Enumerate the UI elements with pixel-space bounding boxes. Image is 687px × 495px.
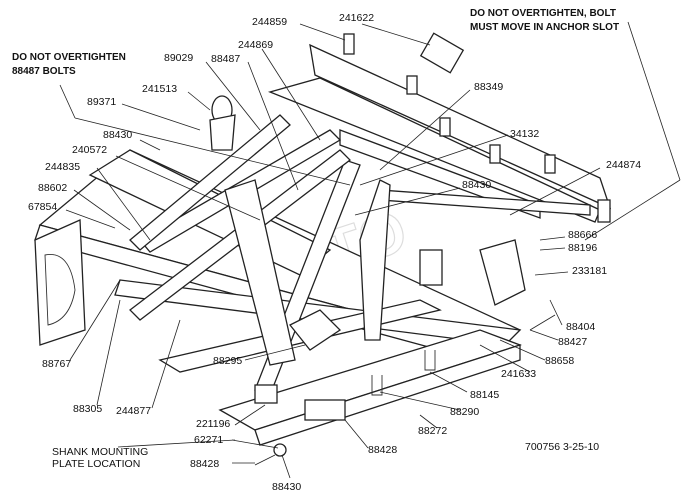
part-label: 88145 (470, 389, 499, 401)
part-label: 88428 (190, 458, 219, 470)
pivot-bracket (209, 114, 236, 151)
leader-lines (59, 21, 681, 479)
bolt-88427 (529, 314, 556, 331)
u-bolt-88290 (371, 375, 383, 396)
part-label: 88666 (568, 229, 597, 241)
top-bracket-1 (343, 33, 355, 55)
top-bracket-4 (489, 144, 501, 164)
shank-plate (304, 399, 346, 421)
lift-arm (129, 114, 291, 251)
left-end-cutout (44, 254, 76, 326)
part-label: 88272 (418, 425, 447, 437)
top-bracket-2 (406, 75, 418, 95)
part-label: 88404 (566, 321, 595, 333)
part-label: 88295 (213, 355, 242, 367)
part-label: 88349 (474, 81, 503, 93)
part-label: 233181 (572, 265, 607, 277)
part-labels: 244859 241622 89029 88487 244869 241513 … (28, 12, 641, 493)
part-label: 244874 (606, 159, 641, 171)
part-label: 241633 (501, 368, 536, 380)
part-label: 240572 (72, 144, 107, 156)
note-anchor-slot-line1: DO NOT OVERTIGHTEN, BOLT (470, 8, 616, 19)
part-label: 241622 (339, 12, 374, 24)
part-label: 88602 (38, 182, 67, 194)
part-label: 241513 (142, 83, 177, 95)
part-label: 88430 (462, 179, 491, 191)
support-leg (224, 179, 296, 366)
vertical-brace-right (359, 179, 391, 341)
part-label: 244869 (238, 39, 273, 51)
note-shank-mounting-line2: PLATE LOCATION (52, 458, 140, 470)
part-label: 88430 (272, 481, 301, 493)
drawing-number: 700756 3-25-10 (525, 441, 599, 453)
anchor-mount (419, 249, 443, 286)
part-label: 67854 (28, 201, 57, 213)
note-anchor-slot-line2: MUST MOVE IN ANCHOR SLOT (470, 22, 619, 33)
part-label: 88428 (368, 444, 397, 456)
bolt-88428 (254, 454, 276, 466)
top-bracket-3 (439, 117, 451, 137)
mount-plate-small (254, 384, 278, 404)
note-overtighten-88487-line2: 88487 BOLTS (12, 66, 76, 77)
part-label: 88427 (558, 336, 587, 348)
cylinder-241622 (419, 32, 465, 74)
part-label: 88196 (568, 242, 597, 254)
center-clamp (288, 309, 342, 351)
part-label: 34132 (510, 128, 539, 140)
part-label: 221196 (196, 418, 230, 430)
note-shank-mounting-line1: SHANK MOUNTING (52, 446, 148, 458)
part-label: 244835 (45, 161, 80, 173)
part-label: 88658 (545, 355, 574, 367)
washer-62271 (273, 443, 287, 457)
part-label: 89029 (164, 52, 193, 64)
part-label: 88430 (103, 129, 132, 141)
part-label: 88487 (211, 53, 240, 65)
part-label: 89371 (87, 96, 116, 108)
left-end-plate (34, 219, 86, 346)
frame-structure (34, 32, 612, 466)
right-bracket (479, 239, 526, 306)
part-label: 88767 (42, 358, 71, 370)
top-bracket-5 (544, 154, 556, 174)
part-label: 88305 (73, 403, 102, 415)
u-bolt-88145 (424, 350, 436, 371)
end-cap (597, 199, 611, 223)
part-label: 244859 (252, 16, 287, 28)
part-label: 62271 (194, 434, 223, 446)
part-label: 88290 (450, 406, 479, 418)
part-label: 244877 (116, 405, 151, 417)
note-overtighten-88487-line1: DO NOT OVERTIGHTEN (12, 52, 126, 63)
